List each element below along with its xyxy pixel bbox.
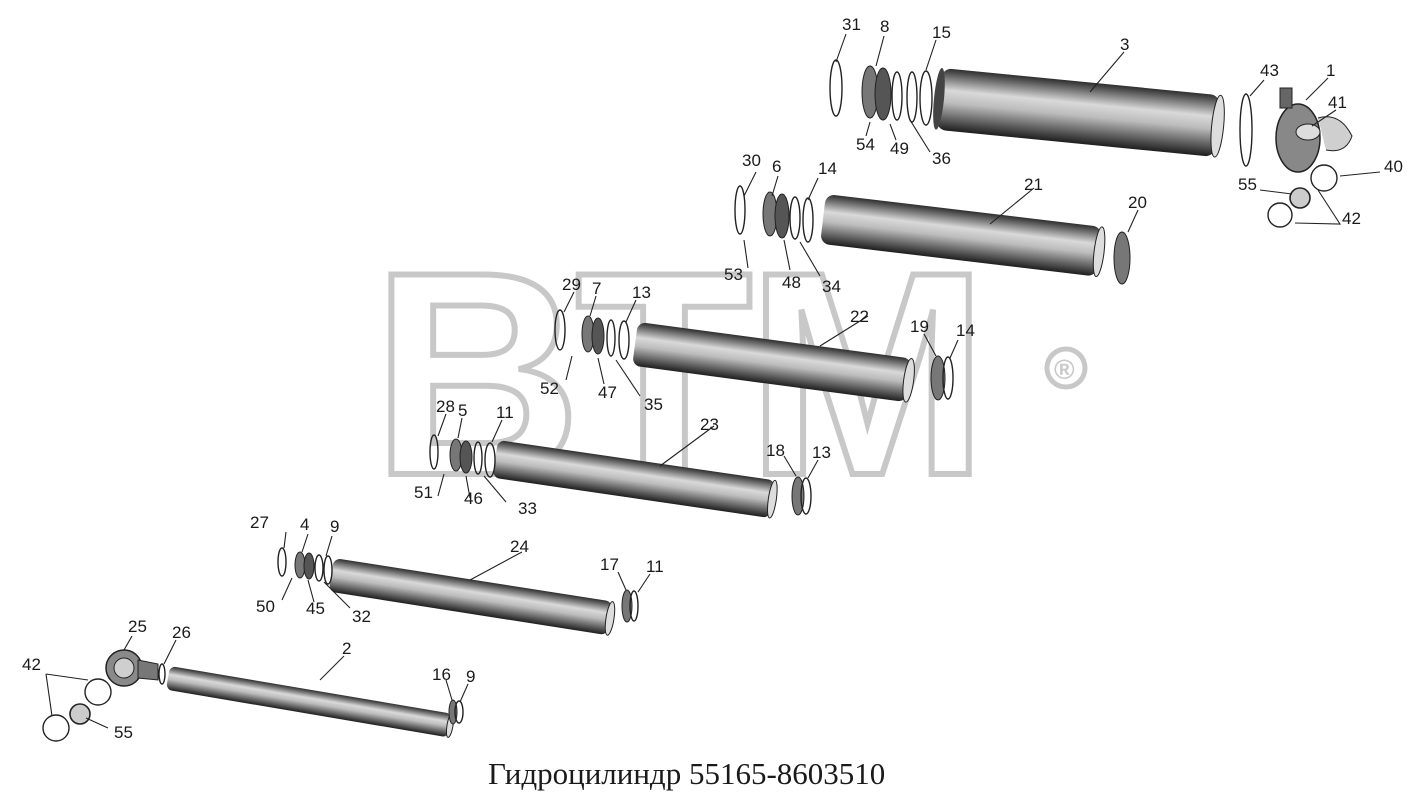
ring-27 bbox=[277, 547, 287, 577]
ring-28 bbox=[429, 434, 439, 470]
label-49: 49 bbox=[890, 139, 909, 158]
label-7: 7 bbox=[592, 279, 601, 298]
label-5: 5 bbox=[458, 401, 467, 420]
ring-29 bbox=[554, 309, 566, 351]
label-18: 18 bbox=[766, 441, 785, 460]
label-34: 34 bbox=[822, 277, 841, 296]
label-31: 31 bbox=[842, 15, 861, 34]
piston-4 bbox=[294, 551, 306, 579]
label-20: 20 bbox=[1128, 193, 1147, 212]
label-45: 45 bbox=[306, 599, 325, 618]
label-46: 46 bbox=[464, 489, 483, 508]
ring-11 bbox=[629, 590, 639, 622]
registered-mark-ring bbox=[1044, 346, 1088, 390]
label-9b: 9 bbox=[466, 667, 475, 686]
label-55a: 55 bbox=[1238, 175, 1257, 194]
ring-17 bbox=[621, 589, 633, 623]
label-50: 50 bbox=[256, 597, 275, 616]
ring-14 bbox=[942, 356, 954, 400]
label-42b: 42 bbox=[22, 655, 41, 674]
label-2: 2 bbox=[342, 639, 351, 658]
tube-21-assembly bbox=[734, 171, 1139, 285]
label-47: 47 bbox=[598, 383, 617, 402]
label-24: 24 bbox=[510, 537, 529, 556]
label-11a: 11 bbox=[496, 403, 514, 422]
ring-31 bbox=[829, 59, 843, 117]
label-36: 36 bbox=[932, 149, 951, 168]
ring-13 bbox=[800, 477, 812, 515]
label-8: 8 bbox=[880, 17, 889, 36]
label-16: 16 bbox=[432, 665, 451, 684]
head-1 bbox=[1275, 87, 1353, 173]
label-27: 27 bbox=[250, 513, 269, 532]
rod-2 bbox=[166, 666, 455, 738]
tube-22-assembly bbox=[554, 291, 959, 403]
label-43: 43 bbox=[1260, 61, 1279, 80]
eye-40 bbox=[1310, 164, 1338, 192]
ring-9 bbox=[454, 700, 464, 724]
ring-19 bbox=[930, 355, 946, 401]
registered-mark: ® bbox=[1054, 354, 1075, 385]
label-14a: 14 bbox=[818, 159, 837, 178]
label-30: 30 bbox=[742, 151, 761, 170]
label-1: 1 bbox=[1326, 61, 1335, 80]
label-3: 3 bbox=[1120, 35, 1129, 54]
eye-42 bbox=[84, 678, 112, 706]
label-14b: 14 bbox=[956, 321, 975, 340]
ring-15 bbox=[919, 70, 933, 126]
label-21: 21 bbox=[1024, 175, 1043, 194]
eye-25 bbox=[105, 649, 159, 687]
label-25: 25 bbox=[128, 617, 147, 636]
label-22: 22 bbox=[850, 307, 869, 326]
label-33: 33 bbox=[518, 499, 537, 518]
rod-2-assembly bbox=[42, 635, 469, 742]
tube-3 bbox=[933, 67, 1225, 158]
label-52: 52 bbox=[540, 379, 559, 398]
label-41: 41 bbox=[1328, 93, 1347, 112]
label-48: 48 bbox=[782, 273, 801, 292]
tube-21 bbox=[821, 195, 1106, 278]
label-26: 26 bbox=[172, 623, 191, 642]
ring-18 bbox=[791, 476, 805, 516]
label-51: 51 bbox=[414, 483, 433, 502]
label-13a: 13 bbox=[632, 283, 651, 302]
label-6: 6 bbox=[772, 157, 781, 176]
label-4: 4 bbox=[300, 515, 309, 534]
label-23: 23 bbox=[700, 415, 719, 434]
label-15: 15 bbox=[932, 23, 951, 42]
label-40: 40 bbox=[1384, 157, 1403, 176]
label-13b: 13 bbox=[812, 443, 831, 462]
label-32: 32 bbox=[352, 607, 371, 626]
ring-30 bbox=[734, 185, 746, 235]
label-53: 53 bbox=[724, 265, 743, 284]
tube-24-assembly bbox=[277, 531, 651, 636]
tube-3-assembly bbox=[829, 33, 1381, 228]
label-17: 17 bbox=[600, 555, 619, 574]
part-labels: 31 8 15 3 43 1 41 54 49 36 40 55 42 30 6… bbox=[22, 15, 1403, 742]
ring-43 bbox=[1239, 93, 1253, 167]
bushing-55b bbox=[69, 703, 91, 725]
bushing-55 bbox=[1289, 187, 1311, 209]
tube-23 bbox=[493, 440, 778, 519]
label-19: 19 bbox=[910, 317, 929, 336]
label-55b: 55 bbox=[114, 723, 133, 742]
ring-26 bbox=[158, 663, 166, 685]
label-9a: 9 bbox=[330, 517, 339, 536]
label-29: 29 bbox=[562, 275, 581, 294]
label-28: 28 bbox=[436, 397, 455, 416]
label-54: 54 bbox=[856, 135, 875, 154]
label-11b: 11 bbox=[646, 557, 664, 576]
tube-24 bbox=[329, 558, 616, 636]
label-35: 35 bbox=[644, 395, 663, 414]
diagram-caption: Гидроцилиндр 55165-8603510 bbox=[488, 756, 885, 791]
tube-23-assembly bbox=[429, 413, 819, 519]
tube-22 bbox=[633, 322, 915, 403]
ring-20 bbox=[1113, 231, 1131, 285]
label-42a: 42 bbox=[1342, 209, 1361, 228]
